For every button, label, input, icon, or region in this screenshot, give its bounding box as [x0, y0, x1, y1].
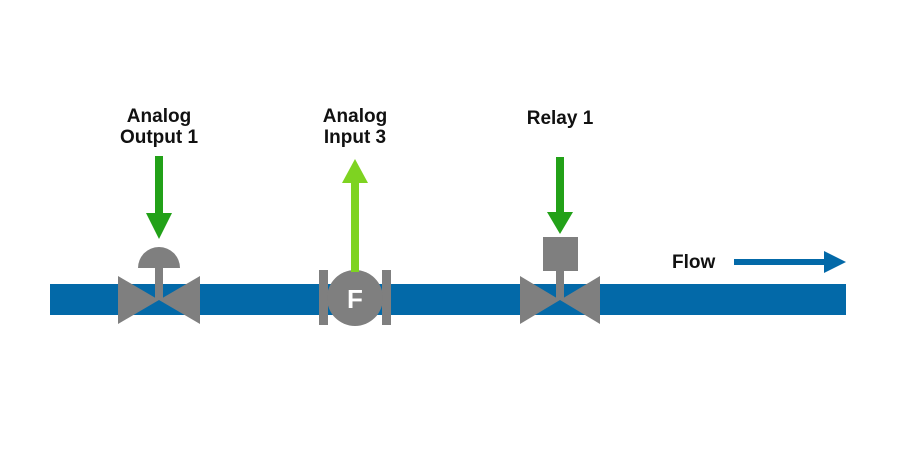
signal-arrow-analog-input-3: [342, 159, 368, 272]
valve-body-right: [560, 276, 600, 324]
valve-body-right: [159, 276, 200, 324]
label-relay-1: Relay 1: [500, 108, 620, 129]
label-analog-output-1: Analog Output 1: [99, 106, 219, 148]
label-line-1: Analog: [126, 106, 192, 127]
solenoid-valve-relay-1: [520, 237, 600, 324]
signal-arrow-relay-1: [547, 157, 573, 234]
label-line-1: Analog: [322, 106, 388, 127]
signal-arrow-analog-output-1: [146, 156, 172, 239]
flow-direction-arrow-icon: [734, 251, 846, 273]
valve-body-left: [118, 276, 159, 324]
meter-body: [327, 270, 383, 326]
label-analog-input-3: Analog Input 3: [295, 106, 415, 148]
control-valve-analog-output-1: [118, 247, 200, 324]
valve-stem: [556, 268, 564, 300]
solenoid-actuator-icon: [543, 237, 578, 271]
label-line-2: Output 1: [119, 127, 199, 148]
valve-stem: [155, 266, 163, 300]
flow-label: Flow: [672, 252, 716, 273]
flow-meter-analog-input-3: [319, 270, 391, 326]
label-line-1: Relay 1: [526, 108, 594, 129]
diaphragm-actuator-icon: [138, 247, 180, 268]
flow-meter-letter: F: [347, 284, 363, 314]
label-line-2: Input 3: [323, 127, 387, 148]
valve-body-left: [520, 276, 560, 324]
